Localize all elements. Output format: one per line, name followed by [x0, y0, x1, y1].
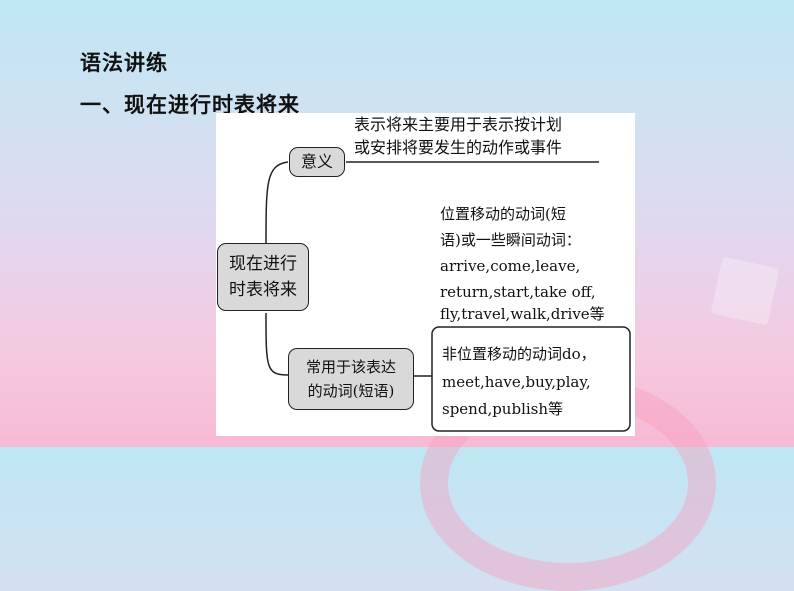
- root-line-2: 时表将来: [229, 280, 297, 300]
- meaning-text-line-1: 表示将来主要用于表示按计划: [354, 115, 563, 134]
- root-node: 现在进行 时表将来: [217, 243, 309, 311]
- connector-lower: [265, 312, 289, 376]
- moving-verbs-line: return,start,take off,: [440, 283, 596, 301]
- non-moving-verbs-line: meet,have,buy,play,: [442, 373, 591, 391]
- non-moving-verbs-line: spend,publish等: [442, 400, 564, 418]
- moving-verbs-line: fly,travel,walk,drive等: [440, 305, 605, 323]
- connector-lines: [265, 161, 631, 432]
- moving-verbs-line: 位置移动的动词(短: [440, 205, 566, 223]
- meaning-text-line-2: 或安排将要发生的动作或事件: [354, 138, 563, 157]
- connector-upper: [265, 161, 289, 247]
- moving-verbs-line: arrive,come,leave,: [440, 257, 581, 275]
- meaning-node: 意义: [289, 147, 345, 177]
- root-line-1: 现在进行: [229, 254, 297, 274]
- mind-map: 现在进行 时表将来 意义 表示将来主要用于表示按计划 或安排将要发生的动作或事件…: [216, 113, 635, 436]
- background-decoration: [710, 256, 780, 326]
- section-title: 语法讲练: [80, 51, 168, 75]
- moving-verbs-line: 语)或一些瞬间动词：: [440, 231, 581, 249]
- verbs-label-line-2: 的动词(短语): [307, 382, 395, 400]
- verbs-label-line-1: 常用于该表达: [305, 358, 396, 376]
- non-moving-verbs-line: 非位置移动的动词do，: [442, 345, 596, 363]
- non-moving-box: [431, 326, 631, 432]
- meaning-label: 意义: [300, 152, 333, 171]
- verbs-node: 常用于该表达 的动词(短语): [288, 348, 414, 410]
